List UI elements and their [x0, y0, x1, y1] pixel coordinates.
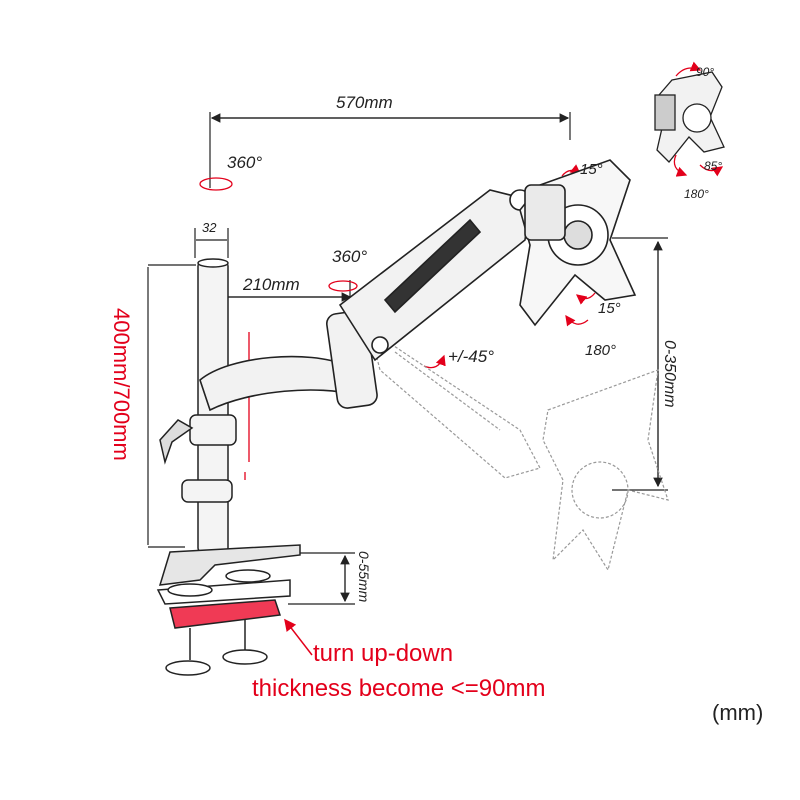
dim-plate-rotation: 180°	[585, 342, 616, 359]
clamp-plate	[169, 599, 282, 629]
dim-clamp-range: 0-55mm	[356, 551, 372, 603]
note-turn-up-down: turn up-down	[313, 640, 454, 667]
dim-pole-height: 400mm/700mm	[109, 308, 134, 461]
pole-assembly	[156, 258, 301, 676]
dim-swivel-bottom: 15°	[598, 300, 621, 317]
arm-upper	[199, 189, 531, 412]
inset-rot-b: 85°	[704, 159, 722, 173]
dim-swivel-top: 15°	[580, 161, 603, 178]
note-thickness: thickness become <=90mm	[252, 675, 546, 702]
dim-arm-reach: 570mm	[336, 93, 393, 112]
arm-lowered-ghost	[369, 328, 669, 572]
dimension-lines	[147, 112, 668, 605]
dim-arm-offset: 210mm	[242, 275, 300, 294]
rotation-inset	[654, 61, 725, 177]
dim-pole-diameter: 32	[202, 220, 217, 235]
dim-vertical-range: 0-350mm	[661, 340, 678, 408]
dim-tilt: +/-45°	[448, 347, 494, 366]
vesa-plate-upper	[519, 159, 637, 327]
dim-joint-rotation: 360°	[332, 247, 367, 266]
note-pointer	[284, 618, 313, 656]
inset-rot-a: 90°	[696, 65, 714, 79]
unit-label: (mm)	[712, 700, 764, 725]
inset-rot-c: 180°	[684, 187, 709, 201]
dim-pole-rotation: 360°	[227, 153, 262, 172]
height-collar	[189, 414, 237, 446]
